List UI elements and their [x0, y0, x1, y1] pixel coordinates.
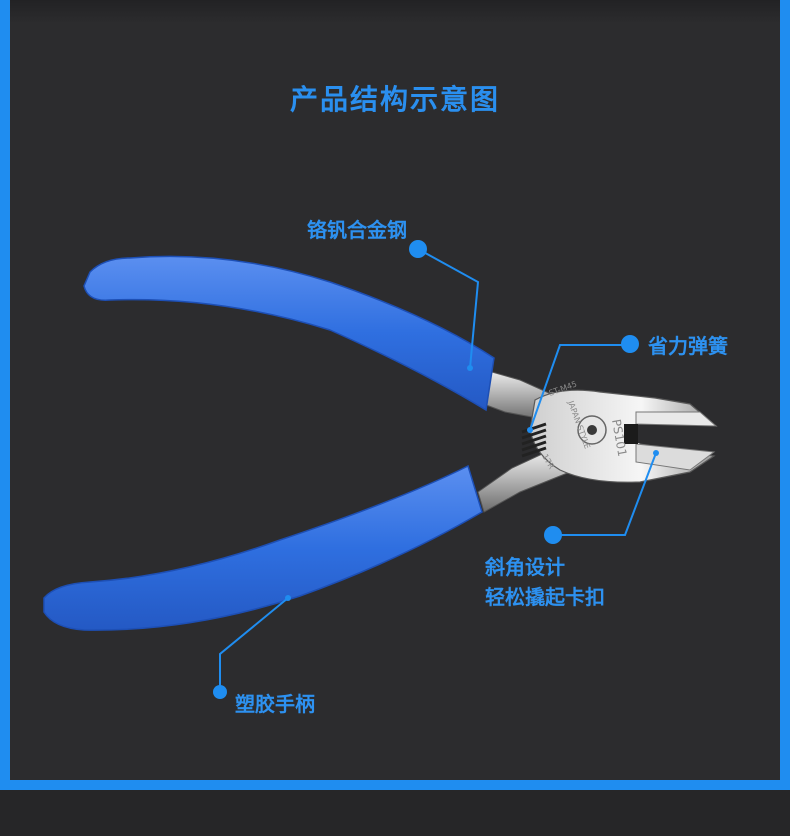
callout-steel-end — [467, 365, 473, 371]
callout-handle-end — [285, 595, 291, 601]
bottom-strip — [0, 790, 790, 836]
callout-steel-dot — [409, 240, 427, 258]
callout-spring-end — [527, 427, 533, 433]
callout-steel — [417, 248, 480, 369]
engraving-model: PS101 — [609, 418, 629, 458]
pliers-diagram: PS101 JAPAN STYLE ST-M45 17R — [43, 240, 718, 699]
upper-grip — [83, 255, 495, 412]
callout-bevel — [553, 452, 657, 536]
lower-grip — [43, 464, 483, 631]
blade-notch — [624, 424, 638, 444]
callout-bevel-end — [653, 450, 659, 456]
callout-bevel-dot — [544, 526, 562, 544]
spring — [521, 422, 547, 458]
jaw-gap — [630, 424, 716, 452]
top-shadow — [10, 0, 780, 24]
label-bevel-line2: 轻松撬起卡扣 — [485, 585, 605, 609]
callout-spring — [529, 344, 630, 431]
callout-spring-dot — [621, 335, 639, 353]
dark-panel — [10, 0, 780, 780]
callout-handle — [219, 597, 289, 692]
label-bevel: 斜角设计 轻松撬起卡扣 — [485, 552, 605, 612]
label-chrome-vanadium-steel: 铬钒合金钢 — [307, 218, 407, 242]
label-plastic-handle: 塑胶手柄 — [235, 692, 315, 716]
callout-handle-dot — [213, 685, 227, 699]
upper-blade — [635, 411, 718, 427]
label-spring: 省力弹簧 — [648, 334, 728, 358]
page-title: 产品结构示意图 — [289, 83, 500, 116]
pivot-hole — [587, 425, 597, 435]
label-bevel-line1: 斜角设计 — [485, 555, 565, 579]
